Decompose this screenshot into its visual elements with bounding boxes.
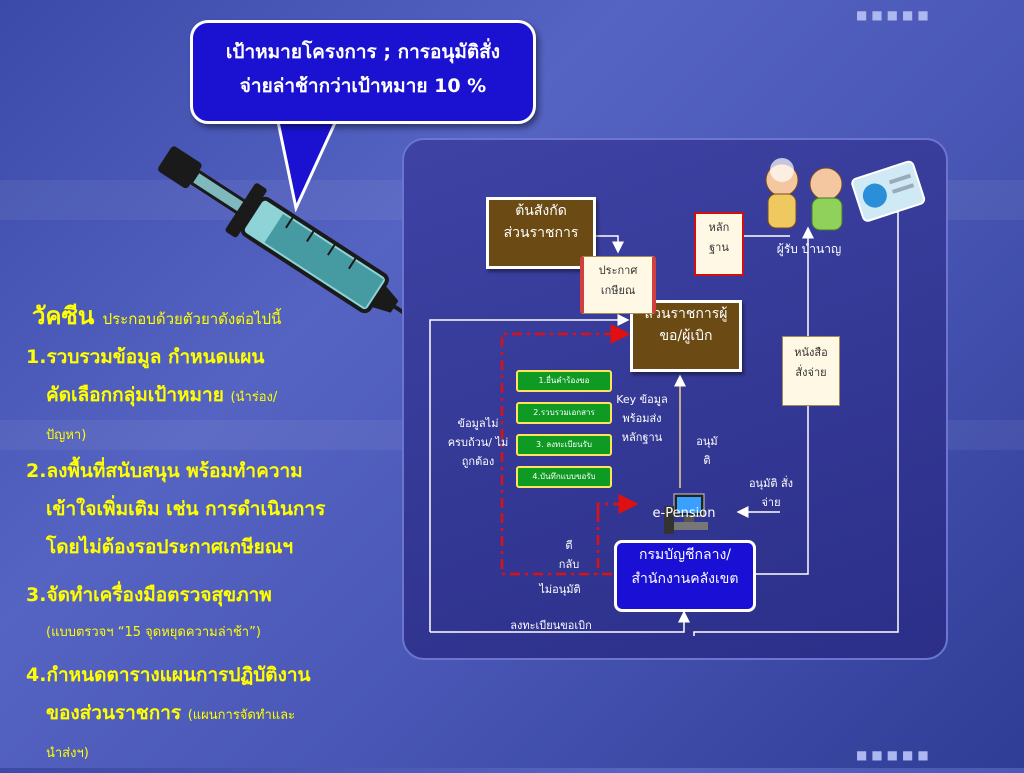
note-text: หลัก ฐาน [708, 221, 730, 254]
item-line: โดยไม่ต้องรอประกาศเกษียณฯ [46, 536, 294, 558]
label-register: ลงทะเบียนขอเบิก [510, 619, 592, 632]
item-line: จัดทำเครื่องมือตรวจสุขภาพ [46, 584, 272, 606]
list-item: 3.จัดทำเครื่องมือตรวจสุขภาพ (แบบตรวจฯ “1… [26, 576, 396, 652]
item-line: คัดเลือกกลุ่มเป้าหมาย [46, 384, 224, 406]
box-label: ต้นสังกัด ส่วนราชการ [503, 203, 579, 241]
item-line: กำหนดตารางแผนการปฏิบัติงาน [46, 664, 311, 686]
step-3: 3. ลงทะเบียนรับ [516, 434, 612, 456]
item-line: นำส่งฯ) [46, 746, 89, 761]
box-comptroller: กรมบัญชีกลาง/สำนักงานคลังเขต [614, 540, 756, 612]
note-letter: หนังสือ สั่งจ่าย [782, 336, 840, 406]
list-item: 2.ลงพื้นที่สนับสนุน พร้อมทำความ เข้าใจเพ… [26, 452, 396, 566]
decor-dots: ■■■■■ [856, 8, 933, 22]
item-number: 2. [26, 460, 47, 482]
step-1: 1.ยื่นคำร้องขอ [516, 370, 612, 392]
list-item: 4.กำหนดตารางแผนการปฏิบัติงาน ของส่วนราชก… [26, 656, 396, 773]
item-sub: (แบบตรวจฯ “15 จุดหยุดความล่าช้า”) [46, 625, 261, 640]
item-number: 1. [26, 346, 47, 368]
item-sub: (นำร่อง/ [230, 390, 278, 405]
heading-title: วัคซีน [32, 302, 95, 330]
syringe-icon [158, 146, 435, 334]
decor-dots: ■■■■■ [856, 748, 933, 762]
goal-callout: เป้าหมายโครงการ ; การอนุมัติสั่ง จ่ายล่า… [190, 20, 536, 124]
box-origin-agency: ต้นสังกัด ส่วนราชการ [486, 197, 596, 269]
box-requesting-agency: ส่วนราชการผู้ขอ/ผู้เบิก [630, 300, 742, 372]
label-recipient: ผู้รับ บำนาญ [776, 242, 842, 256]
vaccine-heading: วัคซีน ประกอบด้วยตัวยาดังต่อไปนี้ [32, 296, 281, 335]
item-line: ของส่วนราชการ [46, 702, 182, 724]
box-label: กรมบัญชีกลาง/สำนักงานคลังเขต [631, 547, 739, 587]
step-2: 2.รวบรวมเอกสาร [516, 402, 612, 424]
label-return: ตี กลับ [558, 539, 580, 571]
pensioners-icon [765, 158, 926, 231]
note-text: หนังสือ สั่งจ่าย [794, 346, 828, 379]
box-label: ส่วนราชการผู้ขอ/ผู้เบิก [644, 306, 728, 344]
callout-line2: จ่ายล่าช้ากว่าเป้าหมาย 10 % [239, 75, 487, 97]
note-text: ประกาศ เกษียณ [598, 264, 638, 297]
item-line: เข้าใจเพิ่มเติม เช่น การดำเนินการ [46, 498, 326, 520]
item-line: ลงพื้นที่สนับสนุน พร้อมทำความ [46, 460, 303, 482]
item-number: 4. [26, 664, 47, 686]
item-line: ปัญหา) [46, 428, 87, 443]
computer-icon [664, 493, 708, 534]
label-incomplete: ข้อมูลไม่ ครบถ้วน/ ไม่ ถูกต้อง [447, 417, 509, 468]
label-approve: อนุมั ติ [696, 435, 718, 467]
item-sub: (แผนการจัดทำและ [187, 708, 296, 723]
list-item: 1.รวบรวมข้อมูล กำหนดแผน คัดเลือกกลุ่มเป้… [26, 338, 396, 455]
step-4: 4.บันทึกแบบขอรับ [516, 466, 612, 488]
heading-subtitle: ประกอบด้วยตัวยาดังต่อไปนี้ [102, 310, 282, 328]
item-line: รวบรวมข้อมูล กำหนดแผน [46, 346, 265, 368]
item-number: 3. [26, 584, 47, 606]
label-approve-order: อนุมัติ สั่งจ่าย [748, 477, 794, 509]
label-epension: e-Pension [652, 506, 716, 521]
note-evidence: หลัก ฐาน [694, 212, 744, 276]
label-not-approve: ไม่อนุมัติ [539, 583, 581, 596]
callout-line1: เป้าหมายโครงการ ; การอนุมัติสั่ง [225, 41, 501, 63]
label-key-data: Key ข้อมูล พร้อมส่ง หลักฐาน [616, 393, 668, 444]
note-announce: ประกาศ เกษียณ [580, 256, 656, 314]
